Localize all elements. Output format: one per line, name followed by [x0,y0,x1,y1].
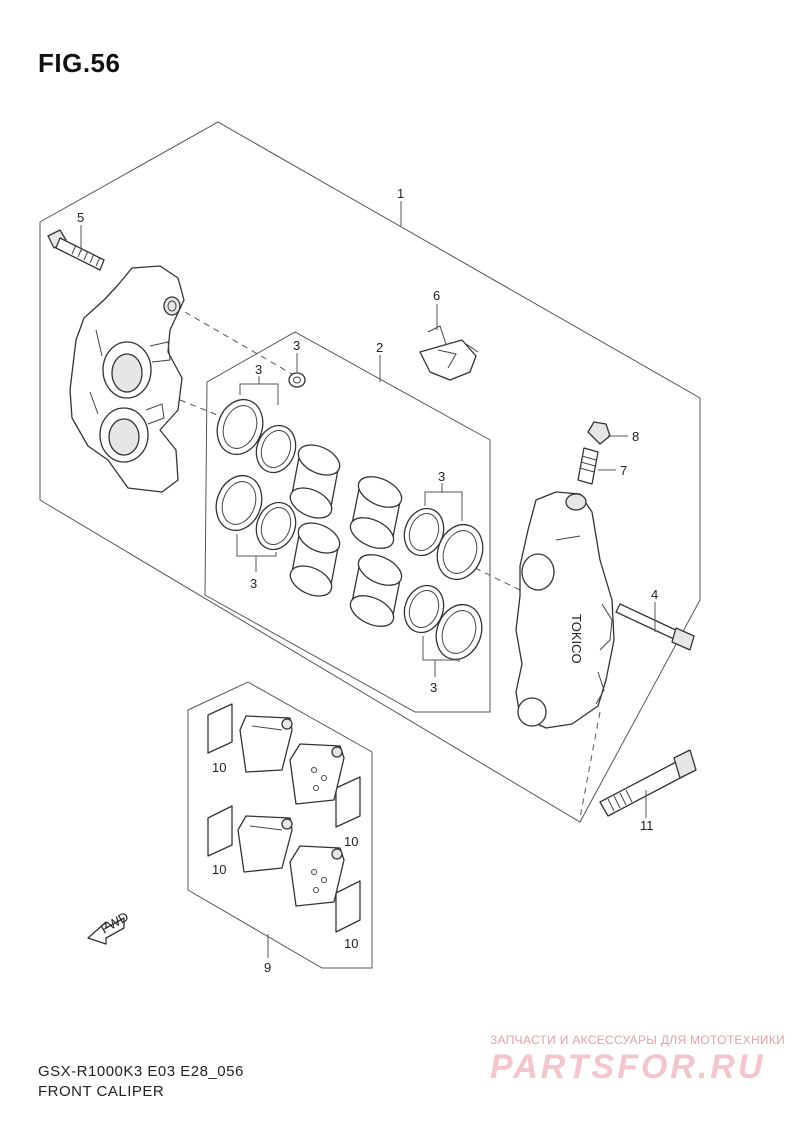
bleeder-cap-8 [587,421,611,445]
seal-ring [403,584,445,634]
seal-ring [216,398,264,456]
part-label-4: 4 [651,587,658,602]
bracket-seals-bottom-right [422,636,460,662]
part-label-10: 10 [344,834,358,849]
seal-kit-outline-2 [204,331,491,713]
brake-pad [289,845,345,907]
part-label-8: 8 [632,429,639,444]
guide-line-caliper [179,399,226,419]
caliper-outer-half [515,491,615,729]
piston [349,554,403,627]
part-label-9: 9 [264,960,271,975]
seal-ring [215,474,263,532]
piston [289,522,341,597]
guide-line-bolt [184,311,293,375]
part-label-3: 3 [250,576,257,591]
part-label-5: 5 [77,210,84,225]
seal-ring [435,603,483,661]
brake-pad [239,715,293,773]
model-code: GSX-R1000K3 E03 E28_056 [38,1063,244,1080]
seal-ring [255,424,297,474]
watermark-tagline: ЗАПЧАСТИ И АКСЕССУАРЫ ДЛЯ МОТОТЕХНИКИ [490,1033,786,1047]
part-label-10: 10 [212,862,226,877]
mounting-bolt-5 [47,229,105,271]
part-label-2: 2 [376,340,383,355]
pad-shim-10 [207,805,233,857]
part-label-11: 11 [640,818,654,833]
washer-3 [288,372,306,388]
bleeder-valve-7 [577,447,599,485]
assembly-outline-1 [39,121,701,823]
caliper-brand-mark: TOKICO [569,614,584,664]
figure-title: FIG.56 [38,48,121,78]
part-label-10: 10 [212,760,226,775]
forward-arrow-icon: FWD [87,909,131,945]
part-label-6: 6 [433,288,440,303]
pad-set-outline-9 [187,681,373,969]
pad-shim-10 [335,776,361,828]
part-label-3: 3 [438,469,445,484]
part-label-3: 3 [255,362,262,377]
brake-pad [289,743,345,805]
part-label-10: 10 [344,936,358,951]
guide-line-bolt-11 [579,711,601,819]
pad-pin-4 [615,603,695,651]
diagram-caption: FRONT CALIPER [38,1083,165,1100]
seal-ring [436,523,484,581]
part-label-3: 3 [430,680,437,695]
bracket-seals-top-right [424,491,463,521]
mounting-bolt-11 [599,749,697,817]
guide-line-pistons [474,567,521,591]
seal-ring [255,501,297,551]
pad-shim-10 [207,703,233,754]
caliper-inner-half [69,265,185,493]
brake-pad [237,815,293,873]
watermark-brand: PARTSFOR.RU [490,1048,766,1086]
pad-spring-6 [419,325,479,381]
part-label-7: 7 [620,463,627,478]
part-label-3: 3 [293,338,300,353]
piston [289,444,341,519]
piston [349,476,403,549]
part-label-1: 1 [397,186,404,201]
pad-shim-10 [335,880,361,933]
